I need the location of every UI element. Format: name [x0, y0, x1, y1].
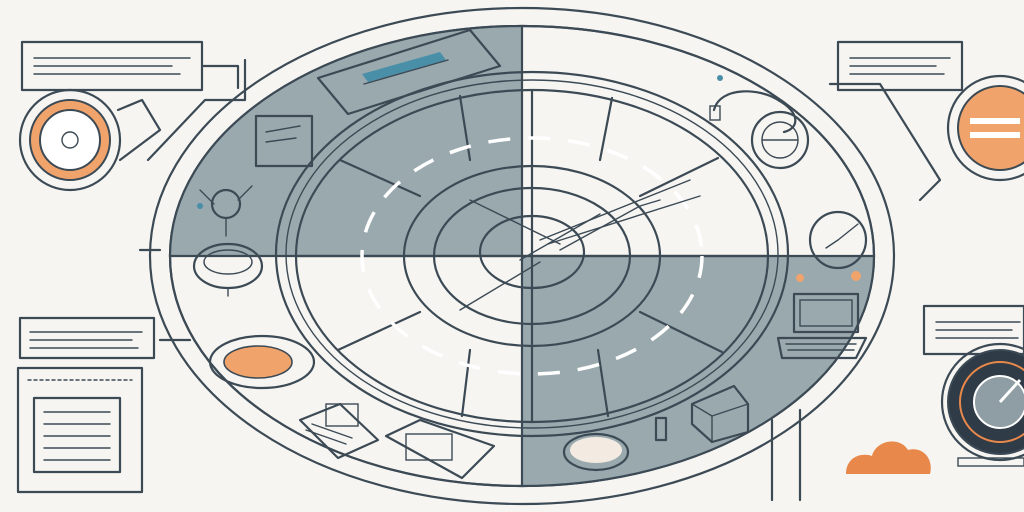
bottom-left-card: [18, 316, 156, 360]
bottom-right-card: [922, 304, 1024, 356]
box-icon: [690, 384, 750, 444]
connector-bottom-right: [770, 408, 802, 502]
dot-orange: [796, 274, 804, 282]
radar-dial-icon: [940, 342, 1024, 467]
connector-top-left: [146, 58, 247, 162]
tablet-icon: [316, 28, 502, 116]
clock-icon: [808, 210, 868, 270]
pot-icon: [192, 242, 264, 297]
robot-icon: [199, 185, 253, 237]
document-icon: [298, 402, 380, 460]
cloud-icon: [846, 441, 931, 474]
clipboard-icon: [384, 418, 496, 480]
orange-pad-icon: [208, 334, 316, 390]
lens-icon: [562, 432, 630, 472]
top-left-card: [20, 40, 240, 92]
orange-dial-icon: [946, 74, 1024, 182]
sticky-note-icon: [254, 114, 314, 168]
vial-icon: [654, 416, 668, 442]
laptop-icon: [776, 292, 868, 360]
inner-ring: [274, 70, 790, 438]
connector-left: [138, 248, 192, 342]
list-panel-icon: [16, 366, 144, 494]
top-right-card: [828, 40, 964, 202]
dot-teal: [717, 75, 723, 81]
cable-icon: [709, 90, 797, 134]
core-disk: [402, 164, 701, 348]
gauge-ring-icon: [18, 88, 162, 192]
dot-orange-2: [851, 271, 861, 281]
steering-icon: [750, 110, 810, 170]
dot-teal-left: [197, 203, 203, 209]
